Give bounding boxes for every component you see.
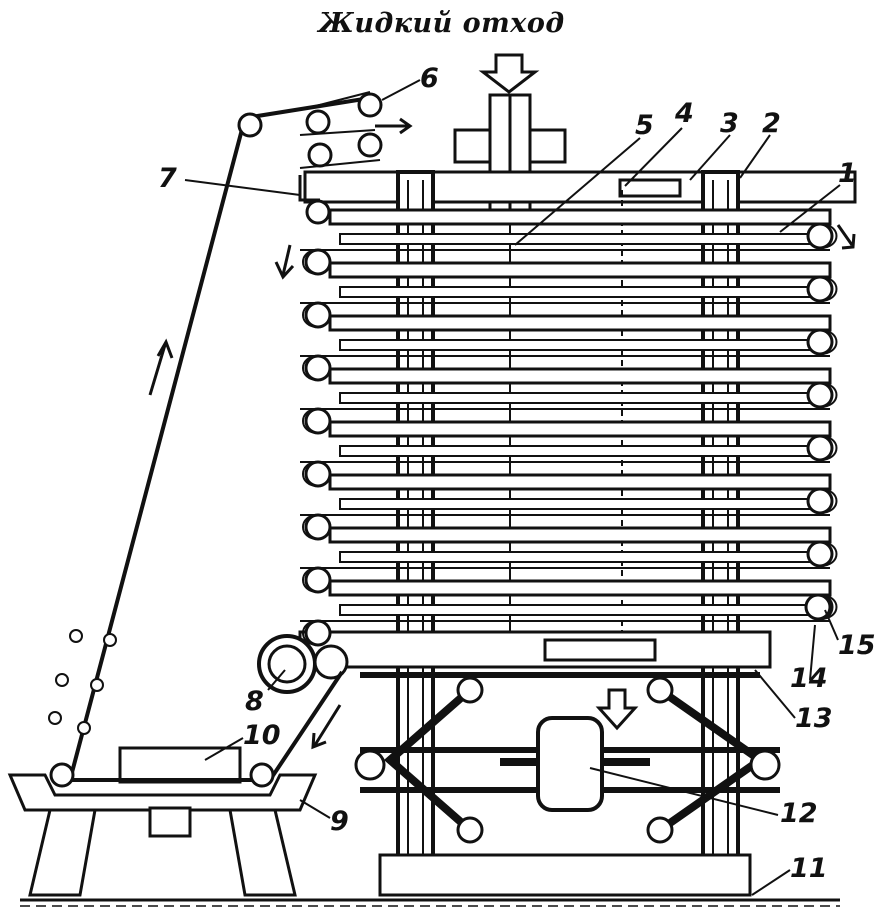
- belt-turn-left: [302, 355, 319, 381]
- callout-5: 5: [635, 110, 654, 141]
- side-roller-right: [806, 222, 834, 250]
- belt-turn-left: [302, 620, 319, 646]
- belt-turn-left: [302, 408, 319, 434]
- pipe-flange-right: [528, 128, 567, 164]
- side-roller-right: [806, 275, 834, 303]
- cake-tray: [7, 773, 318, 812]
- belt-arrow-rise: [148, 338, 174, 396]
- top-plate: [303, 170, 857, 204]
- callout-6: 6: [420, 63, 439, 94]
- callout-11: 11: [790, 853, 828, 884]
- belt-turn-right: [819, 276, 838, 302]
- filter-plate-inner: [339, 339, 821, 351]
- callout-3: 3: [720, 108, 739, 139]
- belt-arrow-right: [836, 224, 856, 250]
- side-roller-left: [304, 513, 332, 541]
- side-roller-left: [304, 460, 332, 488]
- callout-9: 9: [330, 806, 349, 837]
- belt-turn-right: [819, 435, 838, 461]
- side-roller-right: [806, 434, 834, 462]
- tray-legs: [28, 809, 297, 897]
- belt-turn-left: [302, 514, 319, 540]
- callout-7: 7: [158, 163, 177, 194]
- side-roller-left: [304, 301, 332, 329]
- feed-inlet-arrow: [478, 53, 540, 94]
- callout-8: 8: [245, 686, 264, 717]
- side-roller-left: [304, 566, 332, 594]
- filter-plate-inner: [339, 233, 821, 245]
- belt-turn-right: [819, 541, 838, 567]
- side-roller-left: [304, 354, 332, 382]
- filter-plate-inner: [339, 551, 821, 563]
- belt-turn-right: [819, 329, 838, 355]
- side-roller-right: [806, 328, 834, 356]
- pipe-flange-left: [453, 128, 492, 164]
- callout-title-1: 1: [838, 158, 857, 189]
- belt-turn-right: [819, 382, 838, 408]
- callout-10: 10: [243, 720, 281, 751]
- filter-plate-inner: [339, 604, 821, 616]
- filter-plate: [328, 367, 832, 385]
- belt-arrow-diagonal: [311, 704, 342, 750]
- cake-container: [118, 746, 242, 784]
- filter-plate-inner: [339, 445, 821, 457]
- diagram-title: Жидкий отход: [318, 8, 565, 39]
- belt-turn-left: [302, 302, 319, 328]
- side-roller-left: [304, 407, 332, 435]
- filter-plate: [328, 261, 832, 279]
- filter-plate-inner: [339, 392, 821, 404]
- side-roller-right: [806, 487, 834, 515]
- side-roller-right: [806, 381, 834, 409]
- bottom-plate: [298, 630, 772, 669]
- filter-plate: [328, 473, 832, 491]
- belt-arrow-left: [274, 244, 295, 280]
- filter-plate: [328, 420, 832, 438]
- filter-plate: [328, 208, 832, 226]
- side-roller-left: [304, 248, 332, 276]
- filter-plate-inner: [339, 498, 821, 510]
- bottom-roller: [804, 593, 832, 621]
- filter-plate-inner: [339, 286, 821, 298]
- belt-turn-left: [302, 461, 319, 487]
- filter-plate: [328, 579, 832, 597]
- hydraulic-cylinder: [536, 716, 604, 812]
- side-roller-left: [304, 619, 332, 647]
- base-frame: [378, 853, 752, 897]
- callout-15: 15: [838, 630, 876, 661]
- callout-14: 14: [790, 663, 828, 694]
- belt-turn-left: [302, 567, 319, 593]
- callout-13: 13: [795, 703, 833, 734]
- filtrate-outlet-arrow: [595, 688, 639, 731]
- callout-4: 4: [675, 98, 694, 129]
- callout-12: 12: [780, 798, 818, 829]
- belt-turn-right: [819, 488, 838, 514]
- belt-arrow-upper: [375, 117, 413, 135]
- filter-plate: [328, 526, 832, 544]
- belt-turn-left: [302, 249, 319, 275]
- callout-2: 2: [762, 108, 781, 139]
- side-roller-right: [806, 540, 834, 568]
- filter-plate: [328, 314, 832, 332]
